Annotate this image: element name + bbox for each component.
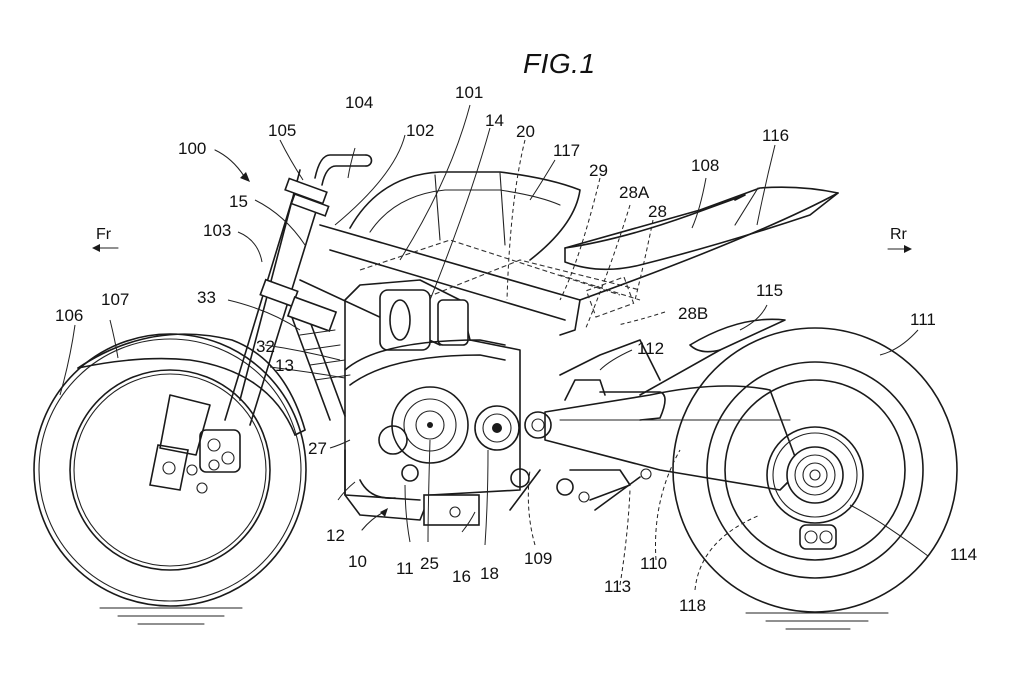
ref-label-108: 108 xyxy=(691,156,720,175)
ref-label-15: 15 xyxy=(229,192,248,211)
rear-hub-sprocket xyxy=(766,426,864,550)
ref-label-117: 117 xyxy=(553,141,581,160)
front-direction-arrow xyxy=(92,244,119,252)
ref-label-109: 109 xyxy=(524,549,553,568)
front-direction-label: Fr xyxy=(96,226,112,243)
handlebar xyxy=(314,154,373,186)
ref-label-28b: 28B xyxy=(678,304,709,323)
rear-direction-arrow xyxy=(887,245,912,253)
ref-label-101: 101 xyxy=(455,83,484,102)
ref-label-28a: 28A xyxy=(619,183,650,202)
ref-label-13: 13 xyxy=(275,356,294,375)
rear-direction-label: Rr xyxy=(890,226,907,243)
leader-lines xyxy=(59,104,929,591)
ref-label-29: 29 xyxy=(589,161,608,180)
ref-label-10: 10 xyxy=(348,552,367,571)
ref-label-113: 113 xyxy=(604,577,632,596)
ref-label-14: 14 xyxy=(485,111,504,130)
ref-label-27: 27 xyxy=(308,439,327,458)
swingarm xyxy=(524,339,801,491)
ref-label-11: 11 xyxy=(396,559,414,578)
front-fork xyxy=(149,169,330,491)
ref-label-111: 111 xyxy=(910,310,936,329)
rear-wheel xyxy=(672,327,958,613)
ref-label-18: 18 xyxy=(480,564,499,583)
ref-label-116: 116 xyxy=(762,126,790,145)
reference-arrow-100 xyxy=(214,149,250,182)
engine xyxy=(344,279,521,526)
ref-label-20: 20 xyxy=(516,122,535,141)
seat-and-tail xyxy=(559,186,839,318)
ref-label-112: 112 xyxy=(637,339,665,358)
ref-label-32: 32 xyxy=(256,337,275,356)
ref-label-102: 102 xyxy=(406,121,435,140)
ref-label-100: 100 xyxy=(178,139,207,158)
ref-label-106: 106 xyxy=(55,306,84,325)
reference-arrow-10 xyxy=(361,508,388,531)
ref-label-103: 103 xyxy=(203,221,232,240)
main-frame xyxy=(299,224,641,346)
figure-title: FIG.1 xyxy=(523,48,596,79)
ref-label-118: 118 xyxy=(679,596,707,615)
rear-ground-lines xyxy=(745,612,889,630)
rear-hugger xyxy=(639,318,786,396)
front-fender xyxy=(77,333,306,436)
ref-label-110: 110 xyxy=(640,554,668,573)
ref-label-16: 16 xyxy=(452,567,471,586)
ref-label-105: 105 xyxy=(268,121,297,140)
ref-label-115: 115 xyxy=(756,281,784,300)
front-ground-lines xyxy=(99,607,243,625)
ref-label-104: 104 xyxy=(345,93,374,112)
rear-shock xyxy=(286,296,351,421)
ref-label-12: 12 xyxy=(326,526,345,545)
ref-label-28: 28 xyxy=(648,202,667,221)
front-brake-caliper xyxy=(186,429,241,494)
ref-label-33: 33 xyxy=(197,288,216,307)
ref-label-114: 114 xyxy=(950,545,978,564)
footpeg-linkage xyxy=(509,468,652,511)
fuel-tank xyxy=(349,171,581,261)
ref-label-107: 107 xyxy=(101,290,130,309)
ref-label-25: 25 xyxy=(420,554,439,573)
